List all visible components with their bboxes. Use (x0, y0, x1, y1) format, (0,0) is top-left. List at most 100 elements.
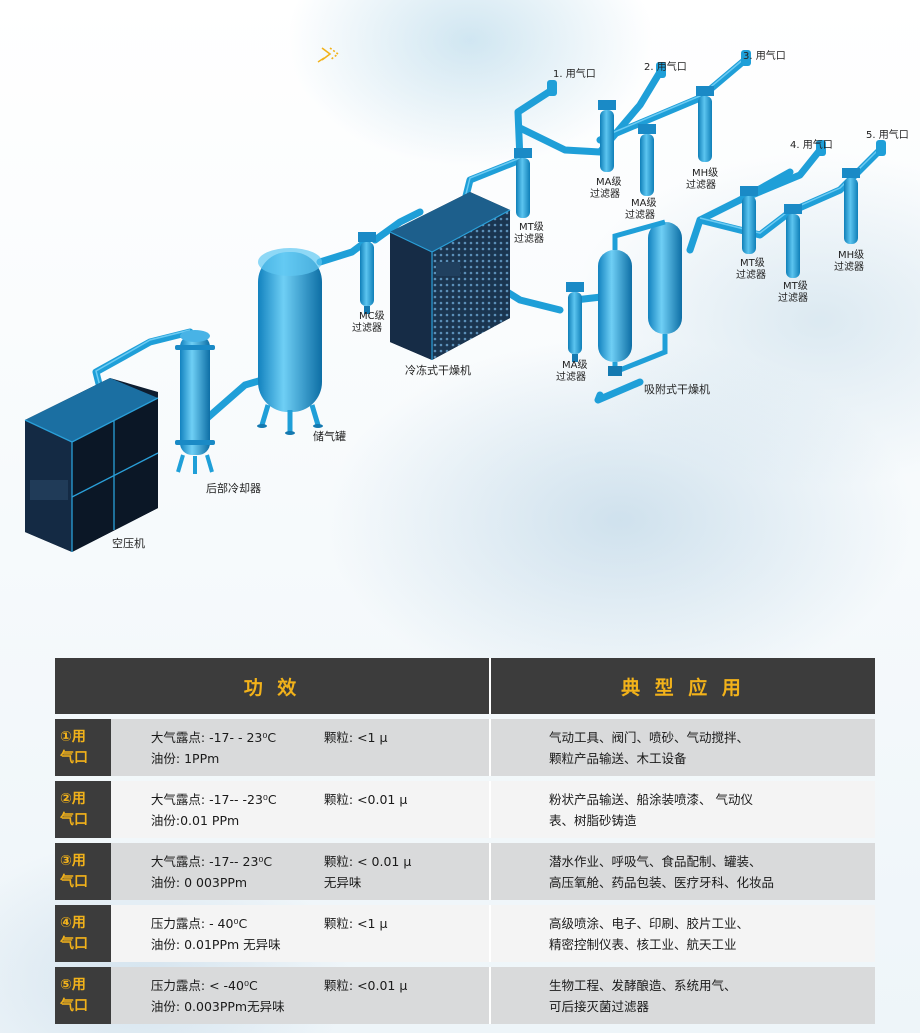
label-mc-filter-2: 过滤器 (352, 321, 382, 334)
outlet-number-line: 气口 (60, 749, 88, 766)
application-line: 潜水作业、呼吸气、食品配制、罐装、 (549, 853, 762, 869)
spec-dew-point: 大气露点: -17-- -23⁰C (150, 791, 277, 807)
application-line: 高级喷涂、电子、印刷、胶片工业、 (549, 915, 750, 931)
label-ma-filter-lower-1: MA级 (562, 359, 587, 371)
spec-odor: 无异味 (323, 874, 362, 890)
header-effect: 功 效 (55, 658, 491, 714)
spec-cell: 压力露点: - 40⁰C 颗粒: <1 μ 油份: 0.01PPm 无异味 (110, 905, 491, 962)
outlet-number-line: 气口 (60, 935, 88, 952)
outlet-number-cell: ②用气口 (55, 781, 111, 838)
spec-cell: 大气露点: -17-- 23⁰C 颗粒: < 0.01 μ 油份: 0 003PP… (110, 843, 491, 900)
label-outlet-2: 2. 用气口 (644, 60, 687, 73)
spec-oil: 油份:0.01 PPm (150, 812, 240, 828)
label-mh-filter-right-1: MH级 (838, 249, 864, 261)
table-row: ④用气口 压力露点: - 40⁰C 颗粒: <1 μ 油份: 0.01PPm 无异… (55, 905, 875, 962)
mh-filter-right (842, 168, 860, 244)
spec-oil: 油份: 0.01PPm 无异味 (150, 936, 281, 952)
label-adsorption-dryer: 吸附式干燥机 (644, 382, 710, 396)
spec-particle: 颗粒: < 0.01 μ (323, 853, 412, 869)
application-cell: 生物工程、发酵酿造、系统用气、可后接灭菌过滤器 (491, 967, 875, 1024)
spec-oil: 油份: 1PPm (150, 750, 220, 766)
application-line: 粉状产品输送、船涂装喷漆、 气动仪 (549, 791, 753, 807)
label-tank: 储气罐 (313, 429, 346, 443)
outlet-number-line: 气口 (60, 997, 88, 1014)
outlet-number-line: ①用 (60, 728, 86, 745)
spec-dew-point: 大气露点: -17- - 23⁰C (150, 729, 277, 745)
compressed-air-system-diagram: 空压机 后部冷却器 储气罐 MC级 过滤器 冷冻式干燥机 MA级 过滤器 吸附式… (24, 47, 909, 552)
spec-particle: 颗粒: <0.01 μ (323, 977, 408, 993)
spec-oil: 油份: 0.003PPm无异味 (150, 998, 285, 1014)
label-mt-filter-top-2: 过滤器 (514, 232, 544, 245)
label-ma-filter-top-b-2: 过滤器 (625, 208, 655, 221)
table-header-row: 功 效 典 型 应 用 (55, 658, 875, 714)
spec-cell: 大气露点: -17-- -23⁰C 颗粒: <0.01 μ 油份:0.01 PPm (110, 781, 491, 838)
label-mt-filter-right-2-2: 过滤器 (778, 291, 808, 304)
mc-filter (358, 232, 376, 314)
application-cell: 气动工具、阀门、喷砂、气动搅拌、颗粒产品输送、木工设备 (491, 719, 875, 776)
label-outlet-3: 3. 用气口 (743, 49, 786, 62)
spec-oil: 油份: 0 003PPm (150, 874, 248, 890)
header-application: 典 型 应 用 (491, 658, 875, 714)
label-aftercooler: 后部冷却器 (206, 481, 261, 495)
outlet-number-line: 气口 (60, 873, 88, 890)
application-line: 高压氧舱、药品包装、医疗牙科、化妆品 (549, 874, 775, 890)
mt-filter-top (514, 148, 532, 218)
label-outlet-1: 1. 用气口 (553, 67, 596, 80)
label-ma-filter-top-b-1: MA级 (631, 197, 656, 209)
outlet-number-line: ④用 (60, 914, 86, 931)
label-outlet-5: 5. 用气口 (866, 128, 909, 141)
label-mt-filter-right-1-1: MT级 (740, 257, 765, 269)
application-line: 精密控制仪表、核工业、航天工业 (549, 936, 737, 952)
outlet-number-line: ⑤用 (60, 976, 86, 993)
arrow-decoration-icon (317, 47, 340, 63)
mh-filter-top (696, 86, 714, 162)
application-line: 颗粒产品输送、木工设备 (549, 750, 687, 766)
application-line: 可后接灭菌过滤器 (549, 998, 650, 1014)
spec-particle: 颗粒: <0.01 μ (323, 791, 408, 807)
label-refrigerated-dryer: 冷冻式干燥机 (405, 363, 471, 377)
adsorption-dryer (598, 219, 682, 376)
label-compressor: 空压机 (112, 536, 145, 550)
mt-filter-right-1 (740, 186, 758, 254)
aftercooler (175, 330, 215, 474)
ma-filter-top-a (598, 100, 616, 172)
application-cell: 潜水作业、呼吸气、食品配制、罐装、高压氧舱、药品包装、医疗牙科、化妆品 (491, 843, 875, 900)
outlet-number-line: ②用 (60, 790, 86, 807)
outlet-number-line: 气口 (60, 811, 88, 828)
label-mt-filter-right-2-1: MT级 (783, 280, 808, 292)
label-mh-filter-top-2: 过滤器 (686, 178, 716, 191)
outlet-number-cell: ①用气口 (55, 719, 111, 776)
label-ma-filter-top-a-1: MA级 (596, 176, 621, 188)
spec-dew-point: 压力露点: - 40⁰C (150, 915, 248, 931)
spec-cell: 压力露点: < -40⁰C 颗粒: <0.01 μ 油份: 0.003PPm无异味 (110, 967, 491, 1024)
spec-dew-point: 压力露点: < -40⁰C (150, 977, 258, 993)
table-row: ⑤用气口 压力露点: < -40⁰C 颗粒: <0.01 μ 油份: 0.003P… (55, 967, 875, 1024)
label-outlet-4: 4. 用气口 (790, 138, 833, 151)
table-row: ③用气口 大气露点: -17-- 23⁰C 颗粒: < 0.01 μ 油份: 0 … (55, 843, 875, 900)
ma-filter-top-b (638, 124, 656, 196)
spec-dew-point: 大气露点: -17-- 23⁰C (150, 853, 273, 869)
outlet-number-cell: ⑤用气口 (55, 967, 111, 1024)
label-mh-filter-right-2: 过滤器 (834, 260, 864, 273)
label-ma-filter-lower-2: 过滤器 (556, 370, 586, 383)
application-line: 生物工程、发酵酿造、系统用气、 (549, 977, 737, 993)
spec-particle: 颗粒: <1 μ (323, 915, 388, 931)
application-cell: 粉状产品输送、船涂装喷漆、 气动仪表、树脂砂铸造 (491, 781, 875, 838)
table-row: ②用气口 大气露点: -17-- -23⁰C 颗粒: <0.01 μ 油份:0.0… (55, 781, 875, 838)
refrigerated-dryer (389, 192, 511, 360)
label-ma-filter-top-a-2: 过滤器 (590, 187, 620, 200)
label-mt-filter-top-1: MT级 (519, 221, 544, 233)
label-mc-filter-1: MC级 (359, 310, 385, 322)
outlet-number-cell: ④用气口 (55, 905, 111, 962)
label-mt-filter-right-1-2: 过滤器 (736, 268, 766, 281)
ma-filter-lower (566, 282, 584, 362)
application-cell: 高级喷涂、电子、印刷、胶片工业、精密控制仪表、核工业、航天工业 (491, 905, 875, 962)
label-mh-filter-top-1: MH级 (692, 167, 718, 179)
spec-particle: 颗粒: <1 μ (323, 729, 388, 745)
application-line: 气动工具、阀门、喷砂、气动搅拌、 (549, 729, 750, 745)
outlet-number-line: ③用 (60, 852, 86, 869)
air-compressor (24, 378, 159, 552)
specification-table: 功 效 典 型 应 用 ①用气口 大气露点: -17- - 23⁰C 颗粒: <1… (55, 658, 875, 1024)
spec-cell: 大气露点: -17- - 23⁰C 颗粒: <1 μ 油份: 1PPm (110, 719, 491, 776)
